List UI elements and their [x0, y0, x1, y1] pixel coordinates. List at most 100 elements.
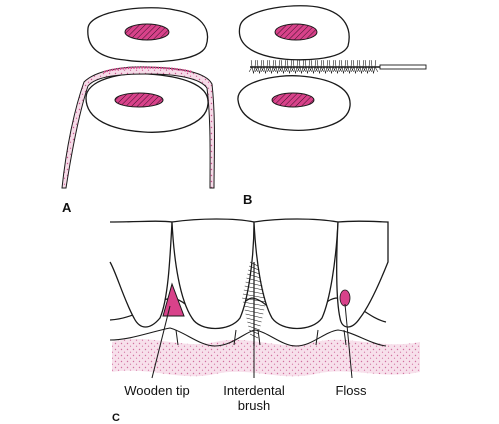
panel-b-bristle — [370, 60, 373, 68]
panel-b-bristle — [277, 66, 280, 74]
panel-b-bristle — [253, 66, 256, 74]
panel-b-bristle — [328, 60, 331, 68]
panel-b-bristle — [320, 60, 323, 68]
panel-b-bristle — [356, 60, 359, 68]
panel-b-bristle — [271, 66, 274, 74]
panel-c-bristle — [253, 271, 260, 275]
panel-b-bristle — [293, 66, 296, 74]
panel-c-bristle — [248, 325, 255, 329]
panel-b-bristle — [352, 60, 355, 68]
panel-c-bristle — [253, 335, 259, 339]
panel-b-upper-pulp — [274, 23, 318, 41]
panel-c-bristle — [249, 333, 255, 337]
panel-b-bristle — [340, 60, 343, 68]
panel-c-bristle — [253, 311, 264, 315]
panel-b-bristle — [338, 60, 341, 68]
panel-b-bristle — [311, 66, 314, 74]
panel-b-bristle — [268, 60, 271, 68]
panel-b-bristle — [341, 66, 344, 74]
panel-a-floss-contact — [103, 66, 193, 74]
panel-b-bristle — [350, 66, 355, 73]
panel-b-bristle — [313, 66, 316, 74]
panel-b-bristle — [260, 60, 263, 68]
panel-b-bristle — [347, 66, 350, 74]
panel-b-bristle — [344, 66, 349, 73]
panel-b-bristle — [284, 66, 289, 73]
panel-c-bristle — [253, 283, 263, 287]
panel-b-brush-handle — [379, 64, 427, 70]
panel-b-bristle — [346, 60, 349, 68]
panel-b-bristle — [305, 66, 308, 74]
panel-b-bristle — [316, 60, 319, 68]
panel-b-bristle — [314, 66, 319, 73]
panel-b-bristle — [362, 60, 365, 68]
panel-b-bristle — [365, 66, 368, 74]
panel-c-bristle — [245, 313, 255, 317]
panel-c-bristle — [253, 319, 262, 323]
panel-b-bristle — [274, 60, 277, 68]
panel-b-bristle — [307, 66, 310, 74]
panel-b-bristle — [308, 60, 311, 68]
interdental-brush-callout: Interdental brush — [223, 383, 285, 413]
panel-b-bristle — [275, 66, 278, 74]
panel-c-bristle — [247, 321, 255, 325]
panel-b-bristle — [334, 60, 337, 68]
panel-b-bristle — [287, 66, 290, 74]
panel-c-bristle — [253, 263, 259, 267]
panel-b-bristle — [358, 60, 361, 68]
panel-b-bristle — [350, 60, 353, 68]
panel-c-bristle — [253, 291, 265, 295]
panel-c-bristle — [242, 293, 255, 297]
panel-c-bristle — [253, 267, 259, 271]
panel-c-bristle — [253, 303, 266, 307]
panel-c-bristle — [253, 287, 264, 291]
panel-c-bristle — [244, 285, 255, 289]
panel-b-bristle — [343, 66, 346, 74]
panel-c-bristle — [253, 323, 261, 327]
panel-b-bristle — [289, 66, 292, 74]
panel-b-bristle — [278, 60, 281, 68]
panel-b-bristle — [353, 66, 356, 74]
panel-b-bristle — [374, 66, 379, 73]
panel-b-bristle — [286, 60, 289, 68]
panel-b-bristle — [284, 60, 287, 68]
panel-b-bristle — [319, 66, 322, 74]
panel-b-bristle — [310, 60, 313, 68]
panel-b-bristle — [320, 66, 325, 73]
wooden-tip-callout: Wooden tip — [124, 383, 190, 398]
panel-b-bristle — [296, 66, 301, 73]
panel-b-bristle — [314, 60, 317, 68]
panel-b-bristle — [272, 66, 277, 73]
panel-c-bone-contour — [109, 327, 387, 347]
panel-b-bristle — [332, 60, 335, 68]
wooden-tip-leader — [151, 305, 171, 379]
panel-b-bristle — [335, 66, 338, 74]
panel-c-bristle — [243, 305, 255, 309]
panel-b-bristle — [248, 66, 253, 73]
panel-b-bristle — [298, 60, 301, 68]
panel-b-bristle — [290, 66, 295, 73]
panel-c-bristle — [253, 279, 262, 283]
panel-b-bristle — [317, 66, 320, 74]
panel-c-bristle — [253, 307, 265, 311]
panel-b-bristle — [331, 66, 334, 74]
panel-b-bristle — [290, 60, 293, 68]
panel-c-wooden-tip — [162, 282, 185, 317]
panel-c-bristle — [253, 331, 259, 335]
panel-b-bristle — [364, 60, 367, 68]
panel-b-bristle — [323, 66, 326, 74]
panel-b-bristle — [259, 66, 262, 74]
panel-a-label: A — [62, 200, 72, 215]
panel-a-upper-pulp — [124, 23, 170, 41]
panel-c-gum-tissue — [112, 338, 420, 377]
panel-c-bristle — [247, 273, 255, 277]
panel-b-bristle — [367, 66, 370, 74]
panel-b-bristle — [295, 66, 298, 74]
panel-b-bristle — [302, 60, 305, 68]
panel-c-bristle — [244, 309, 255, 313]
panel-b-bristle — [260, 66, 265, 73]
panel-b-bristle — [296, 60, 299, 68]
panel-b-bristle — [373, 66, 376, 74]
panel-c-tooth-3 — [253, 218, 339, 330]
